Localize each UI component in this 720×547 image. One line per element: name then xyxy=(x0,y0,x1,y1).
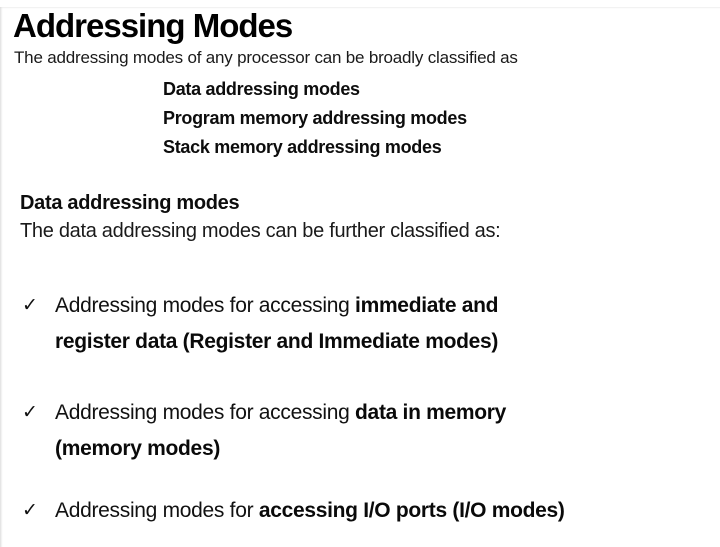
bullet-io-ports: ✓ Addressing modes for accessing I/O por… xyxy=(22,493,720,529)
bullet-text-bold: register data (Register and Immediate mo… xyxy=(55,329,499,353)
bullet-text-bold: (memory modes) xyxy=(55,436,221,460)
checkmark-icon: ✓ xyxy=(22,294,38,316)
bullet-list: ✓ Addressing modes for accessing immedia… xyxy=(0,288,720,529)
checkmark-icon: ✓ xyxy=(22,499,38,521)
intro-text: The addressing modes of any processor ca… xyxy=(14,47,518,67)
bullet-text-normal: Addressing modes for accessing xyxy=(55,400,356,424)
bullet-line: (memory modes) xyxy=(55,431,506,467)
bullet-line: register data (Register and Immediate mo… xyxy=(55,324,498,360)
bullet-text: Addressing modes for accessing data in m… xyxy=(55,395,506,467)
classification-list: Data addressing modes Program memory add… xyxy=(163,75,720,162)
bullet-text: Addressing modes for accessing I/O ports… xyxy=(55,493,565,529)
slide: Addressing Modes The addressing modes of… xyxy=(0,7,720,547)
section-subheading: The data addressing modes can be further… xyxy=(20,219,501,242)
page-title: Addressing Modes xyxy=(13,7,293,44)
bullet-text-bold: immediate and xyxy=(355,293,499,317)
classification-item-data: Data addressing modes xyxy=(163,78,360,99)
bullet-text-normal: Addressing modes for xyxy=(55,498,259,522)
classification-item-stack-memory: Stack memory addressing modes xyxy=(163,136,442,157)
bullet-line: Addressing modes for accessing data in m… xyxy=(55,395,506,431)
bullet-text-normal: Addressing modes for accessing xyxy=(55,293,356,317)
bullet-text-bold: data in memory xyxy=(355,400,507,424)
section-heading: Data addressing modes xyxy=(20,191,240,214)
bullet-immediate-register: ✓ Addressing modes for accessing immedia… xyxy=(22,288,720,360)
bullet-line: Addressing modes for accessing I/O ports… xyxy=(55,493,565,529)
classification-item-program-memory: Program memory addressing modes xyxy=(163,107,467,128)
bullet-data-in-memory: ✓ Addressing modes for accessing data in… xyxy=(22,395,720,467)
bullet-text: Addressing modes for accessing immediate… xyxy=(55,288,498,360)
checkmark-icon: ✓ xyxy=(22,401,38,423)
bullet-text-bold: accessing I/O ports (I/O modes) xyxy=(258,498,565,522)
bullet-line: Addressing modes for accessing immediate… xyxy=(55,288,498,324)
